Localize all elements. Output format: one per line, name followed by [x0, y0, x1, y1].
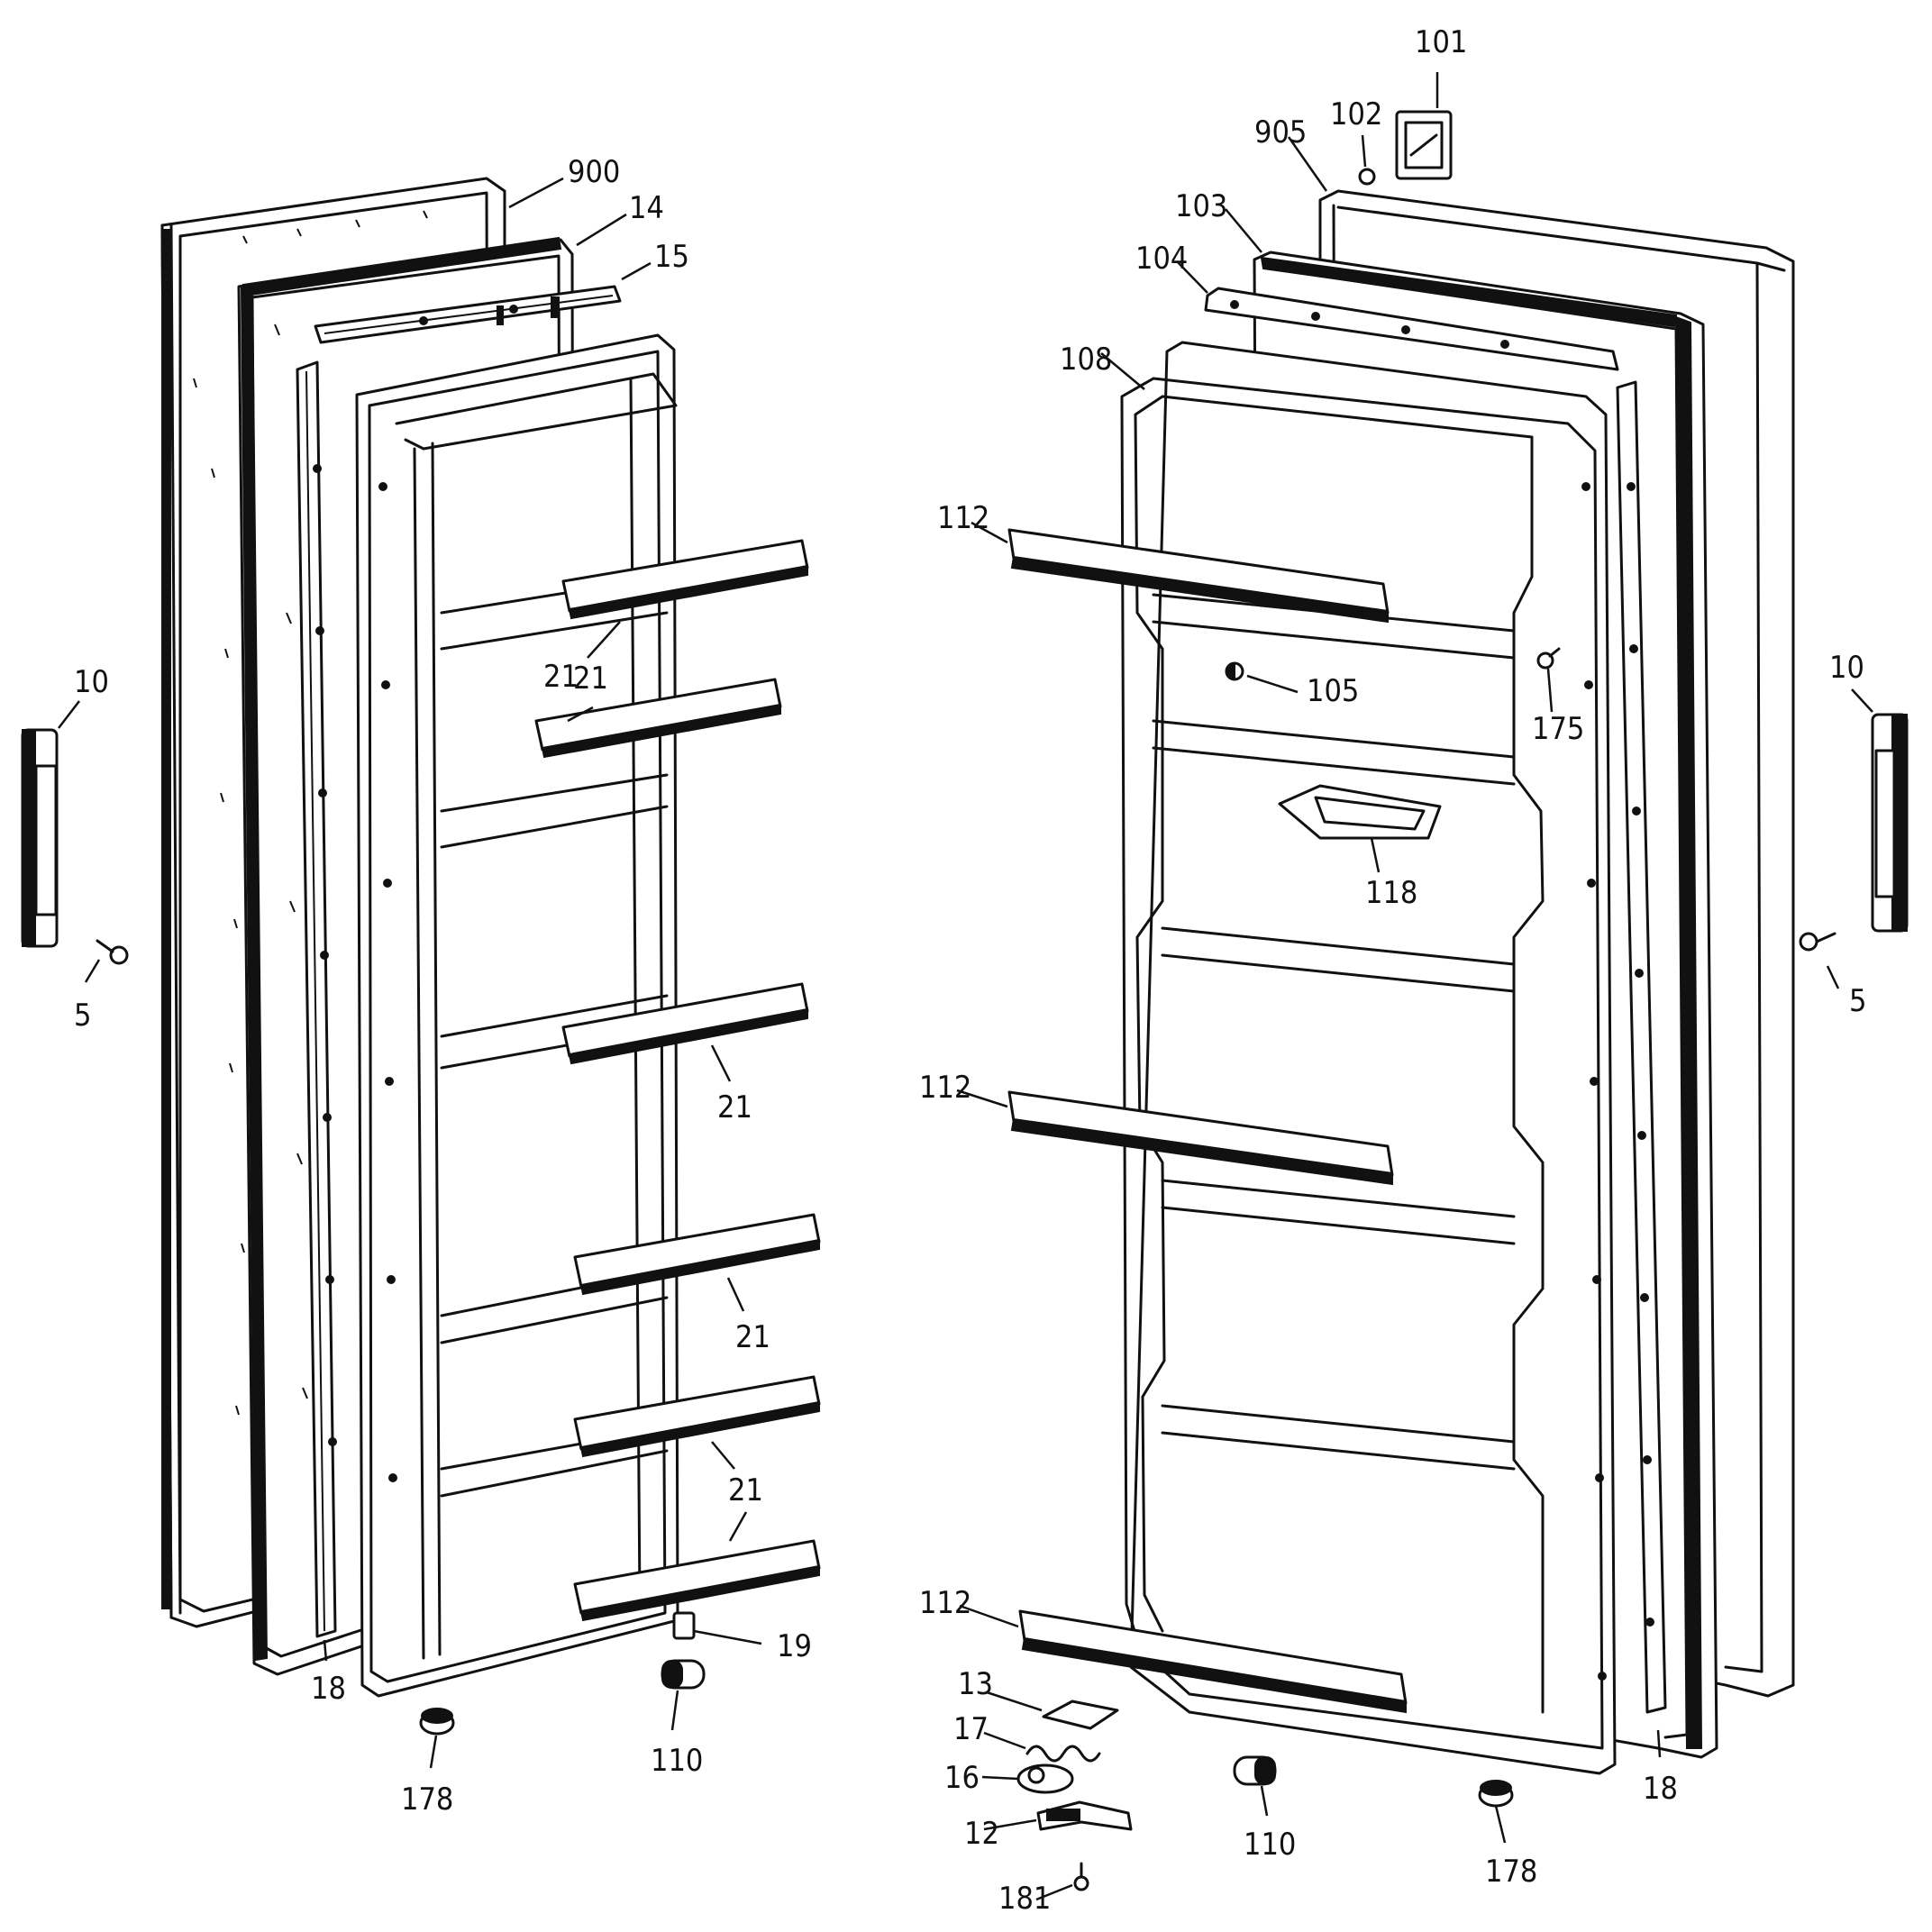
right-bushing [1478, 1780, 1514, 1808]
callout-905: 905 [1254, 114, 1307, 150]
callout-21-e: 21 [728, 1472, 763, 1508]
callout-13: 13 [958, 1666, 993, 1702]
callout-10-left: 10 [74, 664, 109, 700]
callout-10-right: 10 [1829, 650, 1864, 686]
callout-900: 900 [568, 154, 620, 190]
callout-15: 15 [654, 239, 689, 275]
callout-21-b: 21 [543, 659, 579, 695]
callout-102: 102 [1330, 96, 1382, 132]
left-side-breaker-strip [296, 360, 337, 1638]
callout-18-right: 18 [1643, 1771, 1678, 1807]
right-door-handle [1871, 713, 1909, 933]
left-handle-screw [96, 939, 129, 965]
callout-21-d: 21 [735, 1319, 770, 1355]
left-shelf-bars [534, 539, 821, 1622]
callout-112-b: 112 [919, 1070, 971, 1106]
left-hinge-pin [672, 1611, 696, 1640]
shelf-bar [573, 1539, 821, 1622]
shelf-bar [1018, 1609, 1408, 1714]
callout-178-left: 178 [401, 1782, 453, 1818]
callout-108: 108 [1060, 342, 1112, 378]
left-bushing [419, 1708, 455, 1736]
callout-17: 17 [953, 1711, 989, 1747]
hinge-screw [1073, 1862, 1089, 1891]
callout-112-a: 112 [937, 500, 989, 536]
callout-5-left: 5 [74, 998, 91, 1034]
right-door-tray [1278, 784, 1442, 840]
callout-19: 19 [777, 1628, 812, 1664]
shelf-bar [534, 678, 782, 759]
right-latch-screw [1358, 168, 1376, 186]
callout-118: 118 [1365, 875, 1417, 911]
right-door-assembly [1007, 110, 1909, 1891]
callout-101: 101 [1415, 24, 1467, 60]
callout-105: 105 [1307, 673, 1359, 709]
right-side-breaker-strip [1616, 380, 1667, 1714]
callout-21-a: 21 [573, 661, 608, 697]
right-door-screw [1536, 647, 1561, 670]
shelf-bar [1007, 528, 1390, 624]
shelf-bar [561, 982, 809, 1065]
callout-21-c: 21 [717, 1089, 752, 1125]
callout-14: 14 [629, 190, 664, 226]
callout-18-left: 18 [311, 1671, 346, 1707]
hinge-plate [1036, 1800, 1133, 1831]
shelf-bar [573, 1213, 821, 1296]
right-top-trim-strip [1204, 287, 1619, 371]
left-hinge-cap [661, 1659, 706, 1690]
leader-lines [58, 72, 1873, 1901]
hinge-bracket [1016, 1763, 1074, 1794]
callout-110-left: 110 [651, 1743, 703, 1779]
right-door-plug [1225, 661, 1244, 681]
left-door-assembly [21, 177, 821, 1736]
hinge-spring-clip [1025, 1745, 1101, 1763]
callout-labels: 900 14 15 10 5 21 21 21 21 21 19 18 178 … [74, 24, 1866, 1917]
shelf-bar [561, 539, 809, 620]
hinge-shim [1042, 1700, 1119, 1730]
callout-5-right: 5 [1849, 983, 1866, 1019]
callout-112-c: 112 [919, 1585, 971, 1621]
callout-178-right: 178 [1485, 1854, 1537, 1890]
right-shelf-bars [1007, 528, 1408, 1714]
callout-175: 175 [1532, 711, 1584, 747]
callout-103: 103 [1175, 188, 1227, 224]
callout-16: 16 [944, 1760, 980, 1796]
shelf-bar [1007, 1090, 1394, 1186]
right-hinge-cap [1233, 1755, 1277, 1786]
callout-110-right: 110 [1244, 1827, 1296, 1863]
left-top-trim-strip [314, 285, 622, 344]
callout-181: 181 [998, 1881, 1051, 1917]
callout-12: 12 [964, 1816, 999, 1852]
callout-104: 104 [1135, 241, 1188, 277]
left-door-handle [21, 728, 59, 948]
right-handle-screw [1799, 932, 1836, 952]
shelf-bar [573, 1375, 821, 1458]
right-latch-cover [1395, 110, 1453, 180]
